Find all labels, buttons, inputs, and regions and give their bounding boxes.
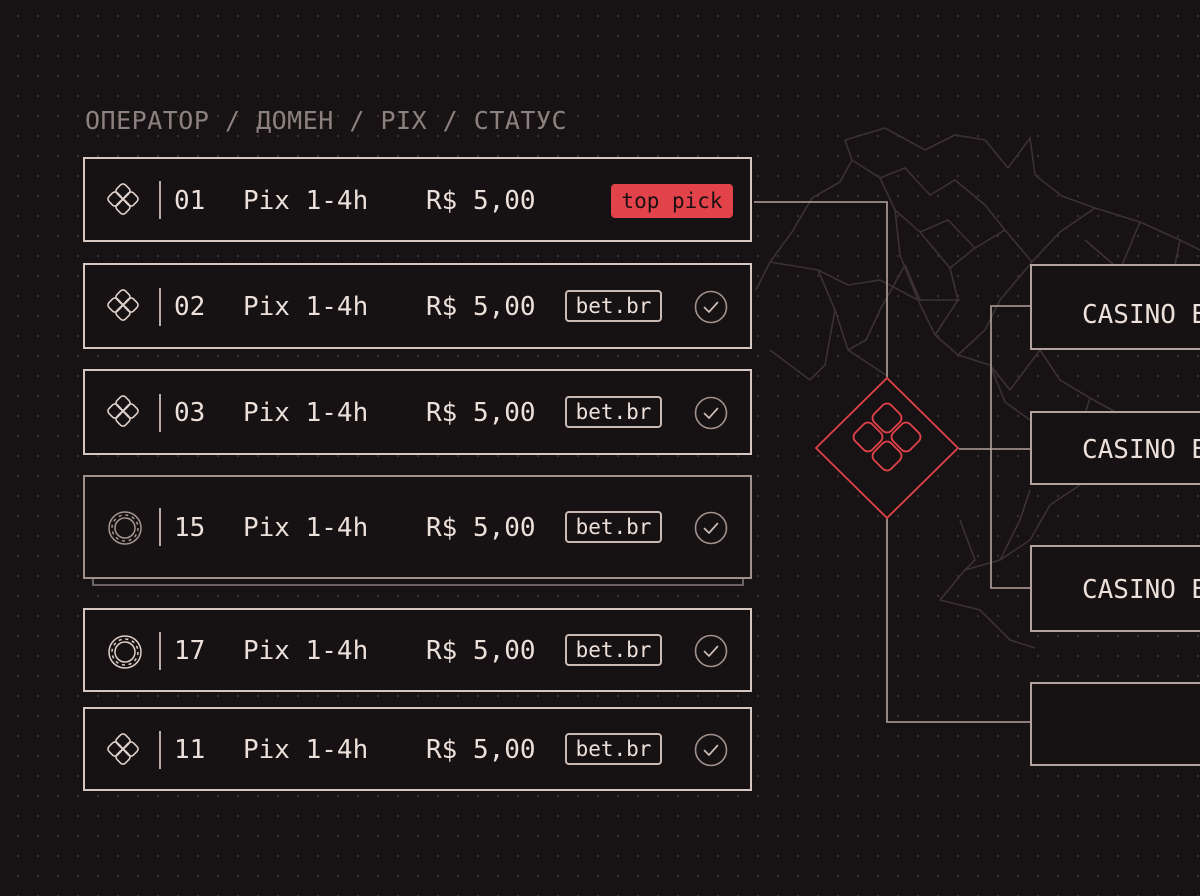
domain-badge: bet.br — [565, 511, 662, 543]
casino-label: CASINO B — [1082, 575, 1200, 605]
casino-chip-icon — [108, 511, 142, 545]
row-divider — [159, 394, 161, 432]
row-divider — [159, 731, 161, 769]
check-circle-icon — [694, 511, 728, 545]
diamond-clover-icon — [107, 289, 139, 321]
row-divider — [159, 508, 161, 546]
casino-label: CASINO B — [1082, 300, 1200, 330]
price: R$ 5,00 — [426, 636, 536, 666]
operator-number: 17 — [174, 636, 206, 666]
pix-time: Pix 1-4h — [243, 735, 369, 765]
row-divider — [159, 632, 161, 670]
operator-number: 02 — [174, 292, 206, 322]
diamond-clover-icon — [107, 733, 139, 765]
pix-time: Pix 1-4h — [243, 513, 369, 543]
row-divider — [159, 288, 161, 326]
check-circle-icon — [694, 634, 728, 668]
diamond-clover-icon — [107, 183, 139, 215]
price: R$ 5,00 — [426, 513, 536, 543]
domain-badge: bet.br — [565, 634, 662, 666]
operator-row[interactable]: 01 Pix 1-4h R$ 5,00 top pick — [83, 157, 752, 242]
hub-logo-icon[interactable] — [815, 377, 959, 519]
check-circle-icon — [694, 733, 728, 767]
top-pick-badge: top pick — [611, 184, 733, 218]
domain-badge: bet.br — [565, 396, 662, 428]
price: R$ 5,00 — [426, 735, 536, 765]
diamond-clover-icon — [107, 395, 139, 427]
pix-time: Pix 1-4h — [243, 398, 369, 428]
domain-badge: bet.br — [565, 733, 662, 765]
domain-badge: bet.br — [565, 290, 662, 322]
casino-label: CASINO B — [1082, 435, 1200, 465]
pix-time: Pix 1-4h — [243, 292, 369, 322]
row-divider — [159, 181, 161, 219]
row-stack-shadow — [92, 576, 744, 586]
operator-row[interactable]: 02 Pix 1-4h R$ 5,00 bet.br — [83, 263, 752, 349]
pix-time: Pix 1-4h — [243, 636, 369, 666]
casino-card[interactable]: CASINO B — [1030, 545, 1200, 632]
operator-row[interactable]: 03 Pix 1-4h R$ 5,00 bet.br — [83, 369, 752, 455]
price: R$ 5,00 — [426, 292, 536, 322]
column-header: ОПЕРАТОР / ДОМЕН / PIX / СТАТУС — [85, 106, 568, 135]
operator-number: 15 — [174, 513, 206, 543]
casino-card[interactable]: CASINO B — [1030, 411, 1200, 485]
operator-row[interactable]: 17 Pix 1-4h R$ 5,00 bet.br — [83, 608, 752, 692]
casino-chip-icon — [108, 635, 142, 669]
check-circle-icon — [694, 396, 728, 430]
price: R$ 5,00 — [426, 186, 536, 216]
operator-number: 03 — [174, 398, 206, 428]
operator-number: 01 — [174, 186, 206, 216]
pix-time: Pix 1-4h — [243, 186, 369, 216]
casino-card[interactable] — [1030, 682, 1200, 766]
check-circle-icon — [694, 290, 728, 324]
casino-card[interactable]: CASINO B — [1030, 264, 1200, 350]
operator-row[interactable]: 15 Pix 1-4h R$ 5,00 bet.br — [83, 475, 752, 579]
operator-number: 11 — [174, 735, 206, 765]
operator-row[interactable]: 11 Pix 1-4h R$ 5,00 bet.br — [83, 707, 752, 791]
price: R$ 5,00 — [426, 398, 536, 428]
